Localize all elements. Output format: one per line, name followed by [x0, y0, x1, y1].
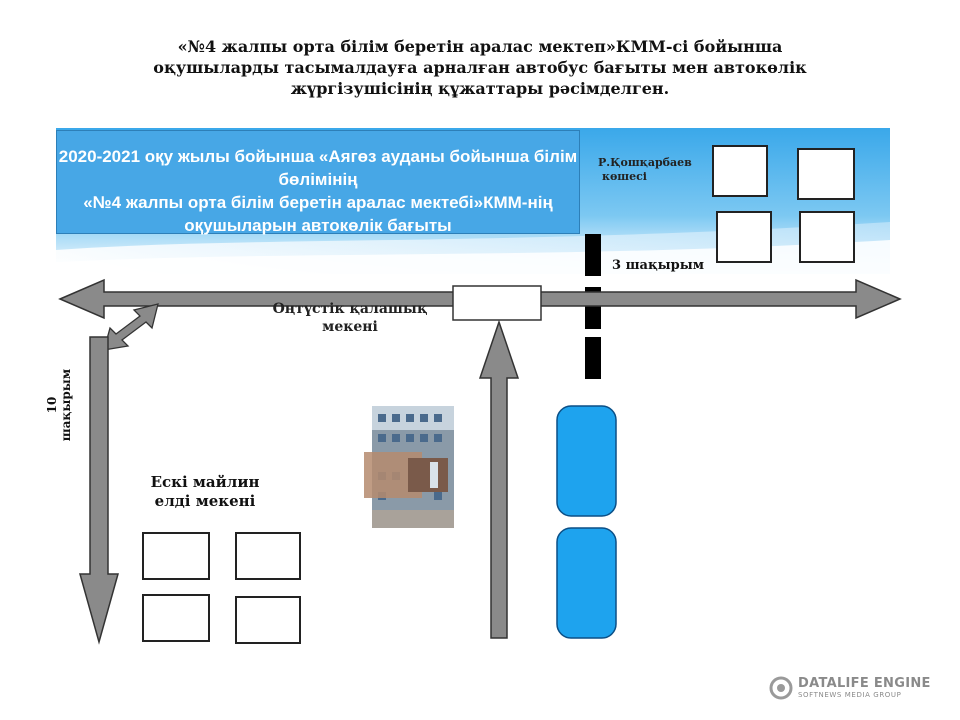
- left-road-arrow: [79, 336, 119, 645]
- house-icon: [235, 596, 301, 644]
- house-icon: [712, 145, 768, 197]
- datalife-logo-icon: [769, 676, 793, 700]
- distance-3km-label: 3 шақырым: [612, 258, 705, 273]
- bus-icon: [556, 405, 617, 517]
- house-icon: [142, 532, 210, 580]
- bus-stop-box: [452, 285, 542, 321]
- house-icon: [235, 532, 301, 580]
- road-label: Оңтүстік қалашық мекені: [272, 301, 428, 335]
- center-road-arrow: [478, 319, 520, 639]
- watermark: DATALIFE ENGINE SOFTNEWS MEDIA GROUP: [798, 676, 931, 699]
- street-label: Р.Қошқарбаев көшесі: [598, 156, 692, 183]
- diagonal-arrow: [103, 303, 159, 351]
- bus-icon: [556, 527, 617, 639]
- page-title: «№4 жалпы орта білім беретін аралас мект…: [153, 37, 807, 98]
- house-icon: [797, 148, 855, 200]
- school-building-photo: [364, 406, 454, 528]
- house-icon: [716, 211, 772, 263]
- banner-title: 2020-2021 оқу жылы бойынша «Аягөз ауданы…: [56, 130, 580, 235]
- house-icon: [142, 594, 210, 642]
- house-icon: [799, 211, 855, 263]
- village-label: Ескі майлин елді мекені: [150, 473, 260, 510]
- house-group-village: [142, 532, 301, 644]
- house-group-street: [712, 145, 855, 263]
- distance-10km-label: 10 шақырым: [45, 368, 73, 442]
- bus-group: [556, 405, 617, 639]
